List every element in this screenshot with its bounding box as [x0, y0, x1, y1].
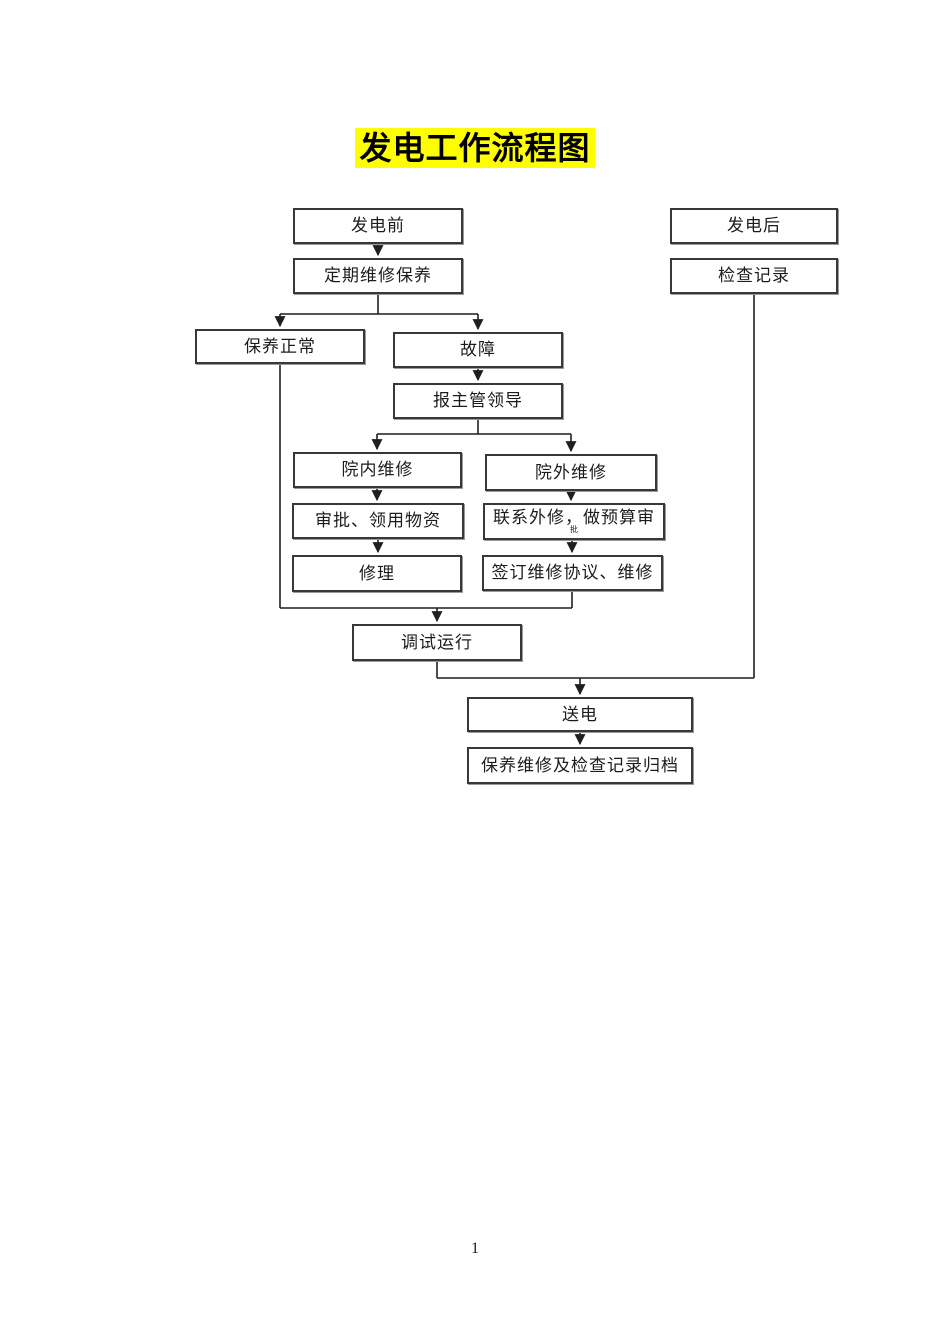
node-check-records: 检查记录	[670, 258, 838, 294]
page-title: 发电工作流程图	[0, 128, 950, 168]
node-archive-records: 保养维修及检查记录归档	[467, 747, 693, 784]
node-report-supervisor: 报主管领导	[393, 383, 563, 419]
node-contact-external-line1: 联系外修，做预算审	[493, 508, 655, 527]
title-highlight: 发电工作流程图	[355, 128, 595, 168]
node-contact-external-line2: 批	[570, 525, 578, 534]
node-internal-repair: 院内维修	[293, 452, 462, 488]
page-number: 1	[471, 1240, 479, 1257]
node-repair: 修理	[292, 555, 462, 592]
node-regular-maintenance: 定期维修保养	[293, 258, 463, 294]
node-post-generation: 发电后	[670, 208, 838, 244]
node-external-repair: 院外维修	[485, 454, 657, 491]
node-contact-external: 联系外修，做预算审 批	[483, 503, 665, 540]
node-pre-generation: 发电前	[293, 208, 463, 244]
node-debug-run: 调试运行	[352, 624, 522, 661]
node-fault: 故障	[393, 332, 563, 368]
node-sign-agreement: 签订维修协议、维修	[482, 555, 663, 591]
node-send-power: 送电	[467, 697, 693, 732]
node-maintenance-normal: 保养正常	[195, 329, 365, 364]
node-approval-materials: 审批、领用物资	[292, 503, 464, 539]
